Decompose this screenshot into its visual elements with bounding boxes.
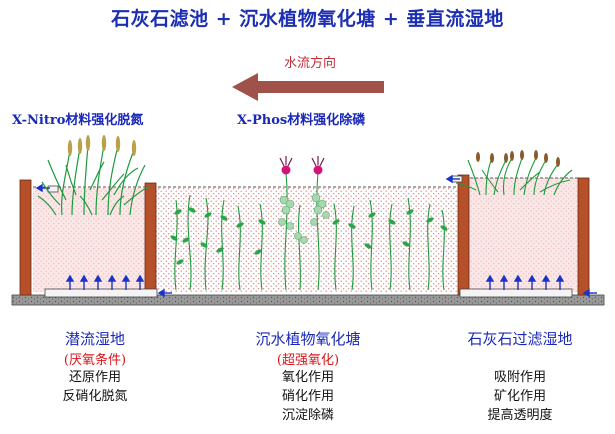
left-flow-arrow <box>232 73 384 101</box>
section-right: 石灰石过滤湿地 吸附作用 矿化作用 提高透明度 <box>440 328 600 425</box>
reed-plant-icon <box>37 144 151 216</box>
section-function: 硝化作用 <box>281 389 334 404</box>
grass-seed-heads <box>476 150 560 167</box>
submerged-leaves <box>170 207 448 265</box>
section-function: 还原作用 <box>68 370 121 385</box>
left-pipe <box>44 288 158 298</box>
section-function: 提高透明度 <box>487 408 553 423</box>
section-function: 吸附作用 <box>493 370 546 385</box>
flower-icon <box>279 156 325 175</box>
left-material-label: X-Nitro材料强化脱氮 <box>12 113 144 128</box>
floating-leaf-clusters <box>278 193 330 244</box>
section-function: 反硝化脱氮 <box>62 389 128 404</box>
section-function: 矿化作用 <box>493 389 546 404</box>
section-condition: (厌氧条件) <box>63 353 127 368</box>
ground-slab <box>11 294 605 306</box>
submerged-plant-icon <box>174 171 445 291</box>
flow-direction-label: 水流方向 <box>283 56 336 71</box>
section-function: 氧化作用 <box>281 370 334 385</box>
middle-material-label: X-Phos材料强化除磷 <box>237 113 366 128</box>
reed-seed-heads <box>67 135 137 156</box>
diagram-title: 石灰石滤池 + 沉水植物氧化塘 + 垂直流湿地 <box>111 8 504 30</box>
section-function: 沉淀除磷 <box>281 408 334 423</box>
section-left: 潜流湿地 (厌氧条件) 还原作用 反硝化脱氮 <box>20 328 170 406</box>
section-name: 石灰石过滤湿地 <box>467 330 573 348</box>
section-name: 沉水植物氧化塘 <box>255 330 361 348</box>
section-name: 潜流湿地 <box>64 330 125 348</box>
section-middle: 沉水植物氧化塘 (超强氧化) 氧化作用 硝化作用 沉淀除磷 <box>228 328 388 425</box>
wetland-grass-icon <box>455 157 573 196</box>
walls <box>19 174 590 296</box>
right-pipe <box>459 288 573 298</box>
section-condition: (超强氧化) <box>276 353 340 368</box>
